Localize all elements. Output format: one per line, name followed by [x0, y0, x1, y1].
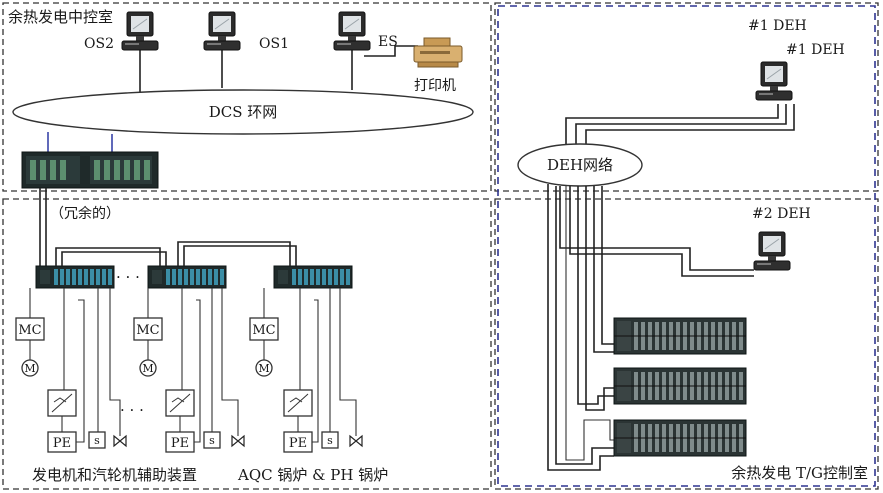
- field-group-3: MC M PE s: [249, 288, 363, 453]
- svg-text:PE: PE: [53, 436, 71, 451]
- deh-network-label: DEH网络: [547, 156, 613, 174]
- svg-text:PE: PE: [171, 436, 189, 451]
- motor-icon-3[interactable]: [255, 359, 273, 377]
- deh-upper-border: [494, 2, 879, 192]
- tg-control-room-label: 余热发电 T/G控制室: [731, 464, 868, 482]
- deh2-label: #2 DEH: [752, 206, 811, 222]
- field-group-1: MC M PE s: [15, 288, 127, 453]
- field-group-2: MC M PE s: [133, 288, 245, 453]
- boilers-label: AQC 锅炉 & PH 锅炉: [237, 466, 388, 484]
- svg-text:s: s: [94, 434, 100, 447]
- svg-text:M: M: [24, 362, 35, 375]
- io-rack-3[interactable]: [273, 265, 353, 289]
- switch-box-3[interactable]: [321, 431, 339, 449]
- svg-text:MC: MC: [252, 323, 275, 338]
- deh1-outer-label: #1 DEH: [748, 18, 807, 34]
- deh1-cable-c: [585, 104, 795, 146]
- svg-text:M: M: [142, 362, 153, 375]
- cabinet-cable-7: [565, 186, 614, 461]
- aux-devices-label: 发电机和汽轮机辅助装置: [32, 466, 197, 484]
- dcs-control-room-border: [2, 2, 492, 192]
- valve-icon-1[interactable]: [113, 435, 127, 447]
- cabinet-cable-2: [555, 186, 614, 465]
- es-computer-icon[interactable]: [333, 11, 371, 51]
- cabinet-cable-6: [601, 186, 614, 345]
- deh2-computer-icon[interactable]: [753, 231, 791, 271]
- cabinet-cable-3: [577, 186, 614, 405]
- dcs-control-room-label: 余热发电中控室: [8, 8, 113, 26]
- deh-cabinet-2[interactable]: [613, 367, 747, 405]
- cabinet-cable-4: [585, 186, 614, 411]
- os1-computer-icon[interactable]: [203, 11, 241, 51]
- deh-cabinet-3[interactable]: [613, 419, 747, 457]
- es-label: ES: [378, 34, 398, 50]
- svg-text:PE: PE: [289, 436, 307, 451]
- io-rack-2[interactable]: [147, 265, 227, 289]
- os2-computer-icon[interactable]: [121, 11, 159, 51]
- cabinet-cable-1: [547, 184, 614, 471]
- io-bus-4: [183, 245, 297, 266]
- deh1-cable-a: [565, 104, 779, 150]
- field-area-border: [2, 198, 492, 490]
- deh2-cable-a: [559, 186, 754, 271]
- svg-text:MC: MC: [18, 323, 41, 338]
- switch-box-1[interactable]: [88, 431, 106, 449]
- redundant-controllers[interactable]: [21, 151, 159, 189]
- motor-icon-2[interactable]: [139, 359, 157, 377]
- switch-box-2[interactable]: [203, 431, 221, 449]
- field-ellipsis: · · ·: [120, 401, 144, 419]
- dcs-ring-network: [12, 89, 474, 135]
- deh2-cable-b: [569, 186, 754, 277]
- io-rack-1[interactable]: [35, 265, 115, 289]
- tg-control-room-border: [497, 5, 876, 487]
- redundant-label: （冗余的）: [50, 205, 120, 222]
- motor-icon-1[interactable]: [21, 359, 39, 377]
- io-bus-3: [177, 241, 291, 266]
- valve-icon-3[interactable]: [349, 435, 363, 447]
- cabinet-cable-5: [593, 186, 614, 353]
- os2-label: OS2: [84, 36, 114, 52]
- tg-control-room-border-outer: [494, 198, 879, 490]
- printer-link: [364, 45, 418, 57]
- deh1-computer-icon[interactable]: [755, 61, 793, 101]
- dcs-ring-label: DCS 环网: [209, 103, 278, 121]
- valve-icon-2[interactable]: [231, 435, 245, 447]
- deh-cabinet-1[interactable]: [613, 317, 747, 355]
- os1-label: OS1: [259, 36, 289, 52]
- svg-text:s: s: [327, 434, 333, 447]
- printer-icon[interactable]: [413, 37, 463, 68]
- rack-ellipsis: · · ·: [116, 268, 140, 286]
- deh1-inner-label: #1 DEH: [786, 42, 845, 58]
- deh1-cable-b: [575, 104, 787, 148]
- svg-text:s: s: [209, 434, 215, 447]
- svg-text:MC: MC: [136, 323, 159, 338]
- svg-text:M: M: [258, 362, 269, 375]
- io-bus-1: [55, 247, 161, 266]
- printer-label: 打印机: [414, 77, 456, 94]
- io-bus-2: [61, 251, 167, 266]
- deh-network: [517, 143, 643, 187]
